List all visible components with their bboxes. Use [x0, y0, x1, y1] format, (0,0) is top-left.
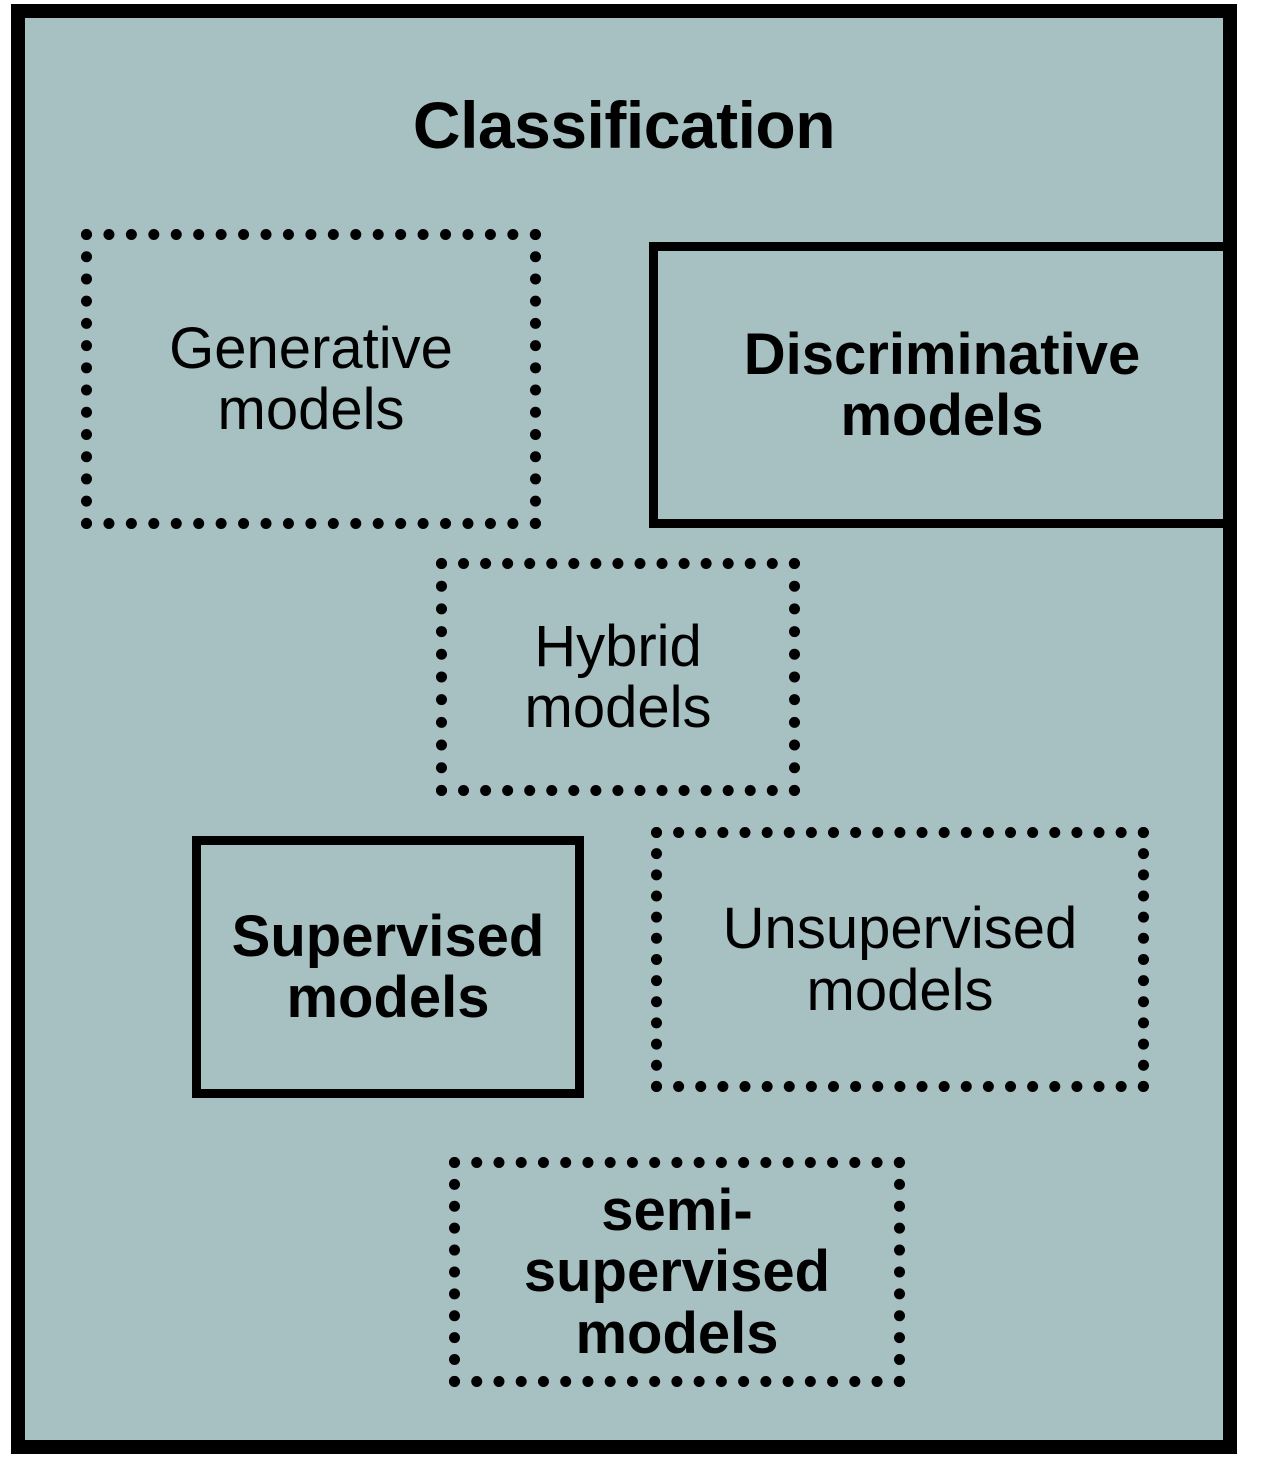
- node-unsupervised-models-label: Unsupervised models: [722, 896, 1078, 1023]
- node-unsupervised-models[interactable]: Unsupervised models: [651, 827, 1149, 1092]
- node-supervised-models-label: Supervised models: [231, 903, 545, 1030]
- node-generative-models[interactable]: Generative models: [81, 229, 541, 529]
- node-hybrid-models-label: Hybrid models: [524, 613, 712, 740]
- node-supervised-models[interactable]: Supervised models: [192, 836, 584, 1098]
- node-hybrid-models[interactable]: Hybrid models: [436, 558, 800, 796]
- diagram-frame: Classification Generative models Discrim…: [11, 4, 1237, 1454]
- node-semi-supervised-models-label: semi- supervised models: [523, 1177, 831, 1366]
- page-title: Classification: [412, 88, 836, 162]
- node-semi-supervised-models[interactable]: semi- supervised models: [449, 1157, 905, 1387]
- node-discriminative-models[interactable]: Discriminative models: [649, 242, 1235, 528]
- node-generative-models-label: Generative models: [169, 315, 453, 442]
- node-discriminative-models-label: Discriminative models: [743, 321, 1141, 448]
